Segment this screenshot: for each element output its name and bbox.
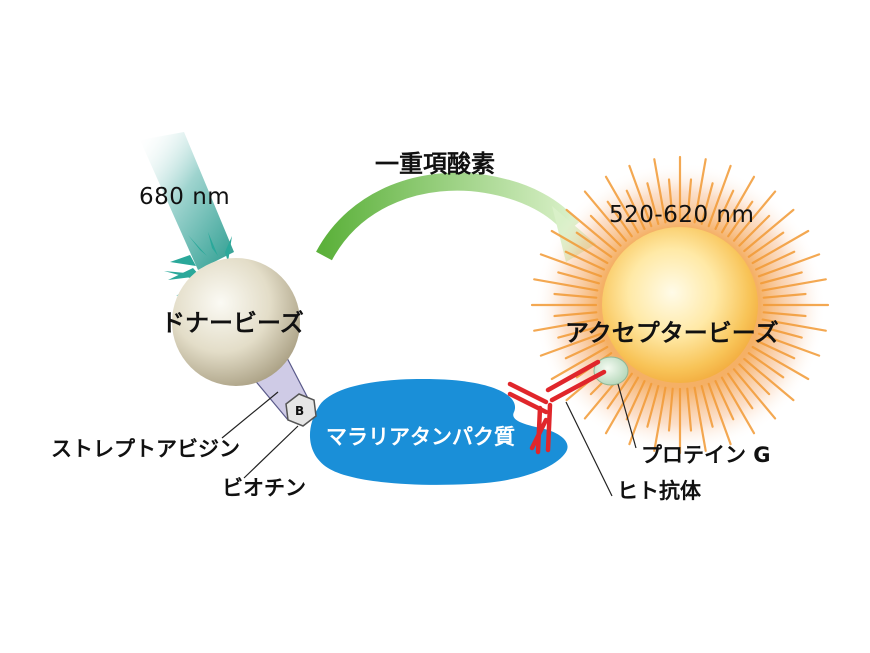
emission-ray bbox=[714, 380, 735, 421]
protein-g bbox=[593, 356, 629, 386]
emission-ray bbox=[754, 339, 796, 360]
emission-ray bbox=[625, 380, 646, 421]
emission-ray bbox=[604, 376, 640, 435]
human-antibody bbox=[507, 359, 607, 455]
label-singlet-oxygen: 一重項酸素 bbox=[375, 150, 495, 178]
emission-ray bbox=[557, 271, 601, 285]
label-biotin: ビオチン bbox=[222, 476, 306, 500]
acceptor-bead bbox=[602, 227, 758, 383]
emission-ray bbox=[762, 311, 807, 318]
emission-ray bbox=[693, 386, 707, 452]
emission-ray bbox=[539, 253, 603, 278]
label-520-620nm: 520-620 nm bbox=[609, 202, 755, 228]
emission-ray bbox=[533, 318, 599, 332]
emission-ray bbox=[686, 178, 693, 223]
emission-ray bbox=[738, 214, 771, 247]
emission-ray bbox=[751, 345, 810, 381]
emission-ray bbox=[761, 278, 827, 292]
emission-ray bbox=[732, 190, 777, 242]
emission-ray bbox=[667, 178, 674, 223]
emission-ray bbox=[564, 250, 606, 271]
emission-ray bbox=[743, 357, 795, 402]
emission-ray bbox=[747, 352, 785, 379]
emission-ray bbox=[646, 182, 660, 225]
laser-beam bbox=[140, 132, 234, 270]
emission-ray bbox=[686, 387, 693, 432]
label-biotin-symbol: B bbox=[295, 404, 305, 418]
emission-ray bbox=[714, 189, 735, 230]
emission-ray bbox=[575, 231, 613, 258]
emission-ray bbox=[732, 368, 777, 420]
emission-ray bbox=[583, 190, 628, 242]
emission-ray bbox=[700, 385, 714, 428]
emission-ray bbox=[557, 325, 601, 339]
emission-ray bbox=[653, 158, 667, 224]
label-streptavidin: ストレプトアビジン bbox=[51, 437, 240, 461]
emission-ray bbox=[762, 292, 807, 299]
emission-ray bbox=[667, 387, 674, 432]
emission-ray bbox=[700, 182, 714, 225]
emission-ray bbox=[720, 175, 756, 234]
emission-ray bbox=[757, 253, 821, 278]
emission-ray bbox=[759, 325, 803, 339]
label-donor-bead: ドナービーズ bbox=[161, 309, 304, 337]
emission-ray bbox=[553, 311, 598, 318]
emission-ray bbox=[707, 382, 732, 446]
emission-ray bbox=[727, 200, 754, 238]
emission-ray bbox=[747, 231, 785, 258]
emission-ray bbox=[564, 339, 606, 360]
emission-ray bbox=[539, 332, 603, 357]
emission-ray bbox=[693, 158, 707, 224]
emission-ray bbox=[738, 363, 771, 396]
emission-ray bbox=[625, 189, 646, 230]
emission-ray bbox=[727, 372, 754, 410]
emission-ray bbox=[533, 278, 599, 292]
label-malaria-protein: マラリアタンパク質 bbox=[326, 425, 515, 449]
biotin-hexagon bbox=[285, 393, 317, 427]
emission-ray bbox=[751, 229, 810, 265]
label-protein-g: プロテイン G bbox=[641, 443, 771, 467]
emission-ray bbox=[653, 386, 667, 452]
malaria-protein bbox=[309, 379, 568, 485]
label-acceptor-bead: アクセプタービーズ bbox=[565, 319, 779, 347]
emission-ray bbox=[761, 318, 827, 332]
leader-lines bbox=[221, 383, 637, 497]
emission-ray bbox=[628, 164, 653, 228]
emission-ray bbox=[743, 208, 795, 253]
emission-ray bbox=[553, 292, 598, 299]
donor-bead bbox=[172, 258, 300, 386]
label-680nm: 680 nm bbox=[139, 184, 231, 210]
label-human-antibody: ヒト抗体 bbox=[617, 479, 701, 503]
emission-ray bbox=[720, 376, 756, 435]
emission-ray bbox=[550, 345, 609, 381]
emission-ray bbox=[565, 208, 617, 253]
emission-ray bbox=[754, 250, 796, 271]
emission-ray bbox=[759, 271, 803, 285]
emission-ray bbox=[628, 382, 653, 446]
emission-ray bbox=[604, 175, 640, 234]
emission-ray bbox=[757, 332, 821, 357]
emission-ray bbox=[606, 200, 633, 238]
emission-ray bbox=[646, 385, 660, 428]
emission-ray bbox=[707, 164, 732, 228]
emission-ray bbox=[589, 214, 622, 247]
emission-ray bbox=[550, 229, 609, 265]
